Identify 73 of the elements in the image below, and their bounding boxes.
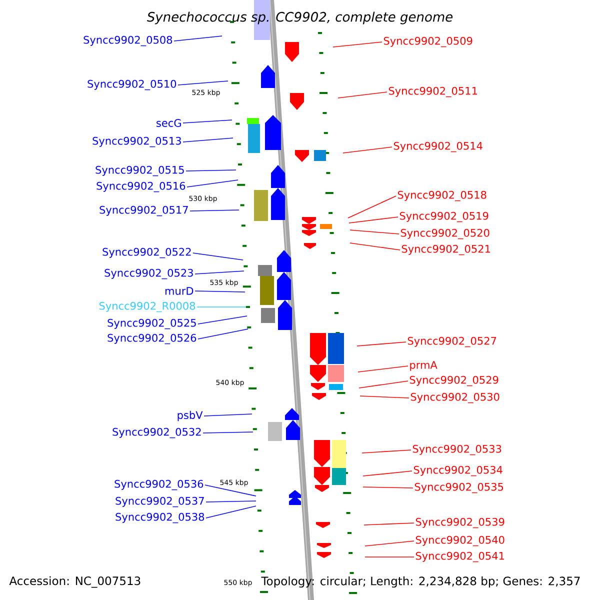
leader-line bbox=[202, 432, 254, 434]
gene-label: Syncc9902_0525 bbox=[108, 318, 196, 330]
gene-label: Syncc9902_0516 bbox=[96, 182, 186, 192]
leader-line bbox=[190, 210, 240, 212]
gene-label: Syncc9902_0509 bbox=[384, 36, 472, 48]
leader-line bbox=[350, 230, 400, 234]
gene-label: prmA bbox=[410, 361, 438, 371]
gene-label: Syncc9902_0517 bbox=[100, 206, 188, 216]
gene-label: Syncc9902_0513 bbox=[92, 136, 181, 148]
gene-label: Syncc9902_0530 bbox=[410, 392, 500, 404]
title: Synechococcus sp. CC9902, complete genome bbox=[146, 12, 453, 24]
leader-line bbox=[362, 486, 414, 488]
leader-line bbox=[364, 522, 414, 526]
leader-line bbox=[338, 92, 388, 98]
leader-line bbox=[356, 342, 406, 346]
gene-label: Syncc9902_R0008 bbox=[99, 302, 196, 312]
leader-line bbox=[362, 470, 412, 476]
gene-label: Syncc9902_0537 bbox=[116, 496, 204, 508]
leader-line bbox=[204, 484, 256, 496]
gene-label: Syncc9902_0535 bbox=[414, 482, 504, 494]
leader-line bbox=[358, 380, 408, 388]
leader-line bbox=[362, 450, 412, 454]
gene-label: Syncc9902_0514 bbox=[394, 142, 482, 152]
leader-line bbox=[192, 252, 244, 260]
gene-label: Syncc9902_0520 bbox=[400, 228, 490, 240]
gene-label: Syncc9902_0519 bbox=[400, 212, 488, 222]
leader-line bbox=[198, 328, 248, 340]
leader-line bbox=[174, 36, 222, 42]
gene-label: Syncc9902_0510 bbox=[88, 80, 176, 90]
leader-line bbox=[186, 170, 236, 172]
gene-label: Syncc9902_0526 bbox=[108, 334, 196, 344]
gene-label: Syncc9902_0508 bbox=[84, 36, 172, 46]
leader-line bbox=[178, 80, 228, 86]
gene-label: Syncc9902_0529 bbox=[410, 376, 498, 386]
leader-line bbox=[342, 146, 392, 154]
leader-line bbox=[206, 506, 256, 518]
leader-line bbox=[348, 216, 398, 224]
gene-label: Syncc9902_0541 bbox=[416, 552, 504, 562]
leader-line bbox=[348, 196, 396, 218]
leader-line bbox=[206, 500, 256, 502]
gene-label: Syncc9902_0532 bbox=[112, 428, 201, 438]
leader-line bbox=[204, 414, 252, 416]
gene-label: Syncc9902_0527 bbox=[408, 336, 496, 348]
gene-label: Syncc9902_0522 bbox=[102, 248, 191, 258]
leader-line bbox=[332, 42, 382, 48]
gene-label: Syncc9902_0534 bbox=[414, 466, 502, 476]
gene-label: Syncc9902_0523 bbox=[104, 268, 193, 280]
gene-label: Syncc9902_0538 bbox=[116, 512, 204, 524]
gene-label: psbV bbox=[178, 410, 203, 422]
leader-line bbox=[194, 290, 246, 292]
leader-line bbox=[194, 270, 244, 274]
leader-line bbox=[182, 120, 232, 124]
gene-label: murD bbox=[165, 287, 194, 295]
leader-line bbox=[364, 540, 414, 546]
footer-text: Accession: NC_007513 bbox=[9, 576, 140, 588]
gene-label: Syncc9902_0533 bbox=[412, 444, 502, 456]
leader-line bbox=[186, 180, 238, 188]
leader-line bbox=[360, 396, 410, 398]
gene-label: Syncc9902_0521 bbox=[402, 244, 490, 256]
footer-text: Topology: circular; Length: 2,234,828 bp; Genes: 2,357 bbox=[261, 576, 580, 588]
gene-label: Syncc9902_0515 bbox=[96, 166, 184, 176]
leader-line bbox=[182, 138, 234, 142]
leader-line bbox=[350, 242, 400, 250]
gene-label: Syncc9902_0540 bbox=[416, 536, 504, 546]
gene-label: secG bbox=[156, 119, 181, 127]
gene-label: Syncc9902_0539 bbox=[416, 518, 504, 528]
leader-line bbox=[196, 306, 246, 308]
leader-line bbox=[358, 366, 408, 372]
gene-label: Syncc9902_0518 bbox=[398, 190, 486, 202]
gene-label: Syncc9902_0511 bbox=[388, 86, 477, 98]
gene-label: Syncc9902_0536 bbox=[114, 480, 204, 490]
leader-line bbox=[198, 316, 248, 324]
leader-line bbox=[364, 556, 414, 558]
